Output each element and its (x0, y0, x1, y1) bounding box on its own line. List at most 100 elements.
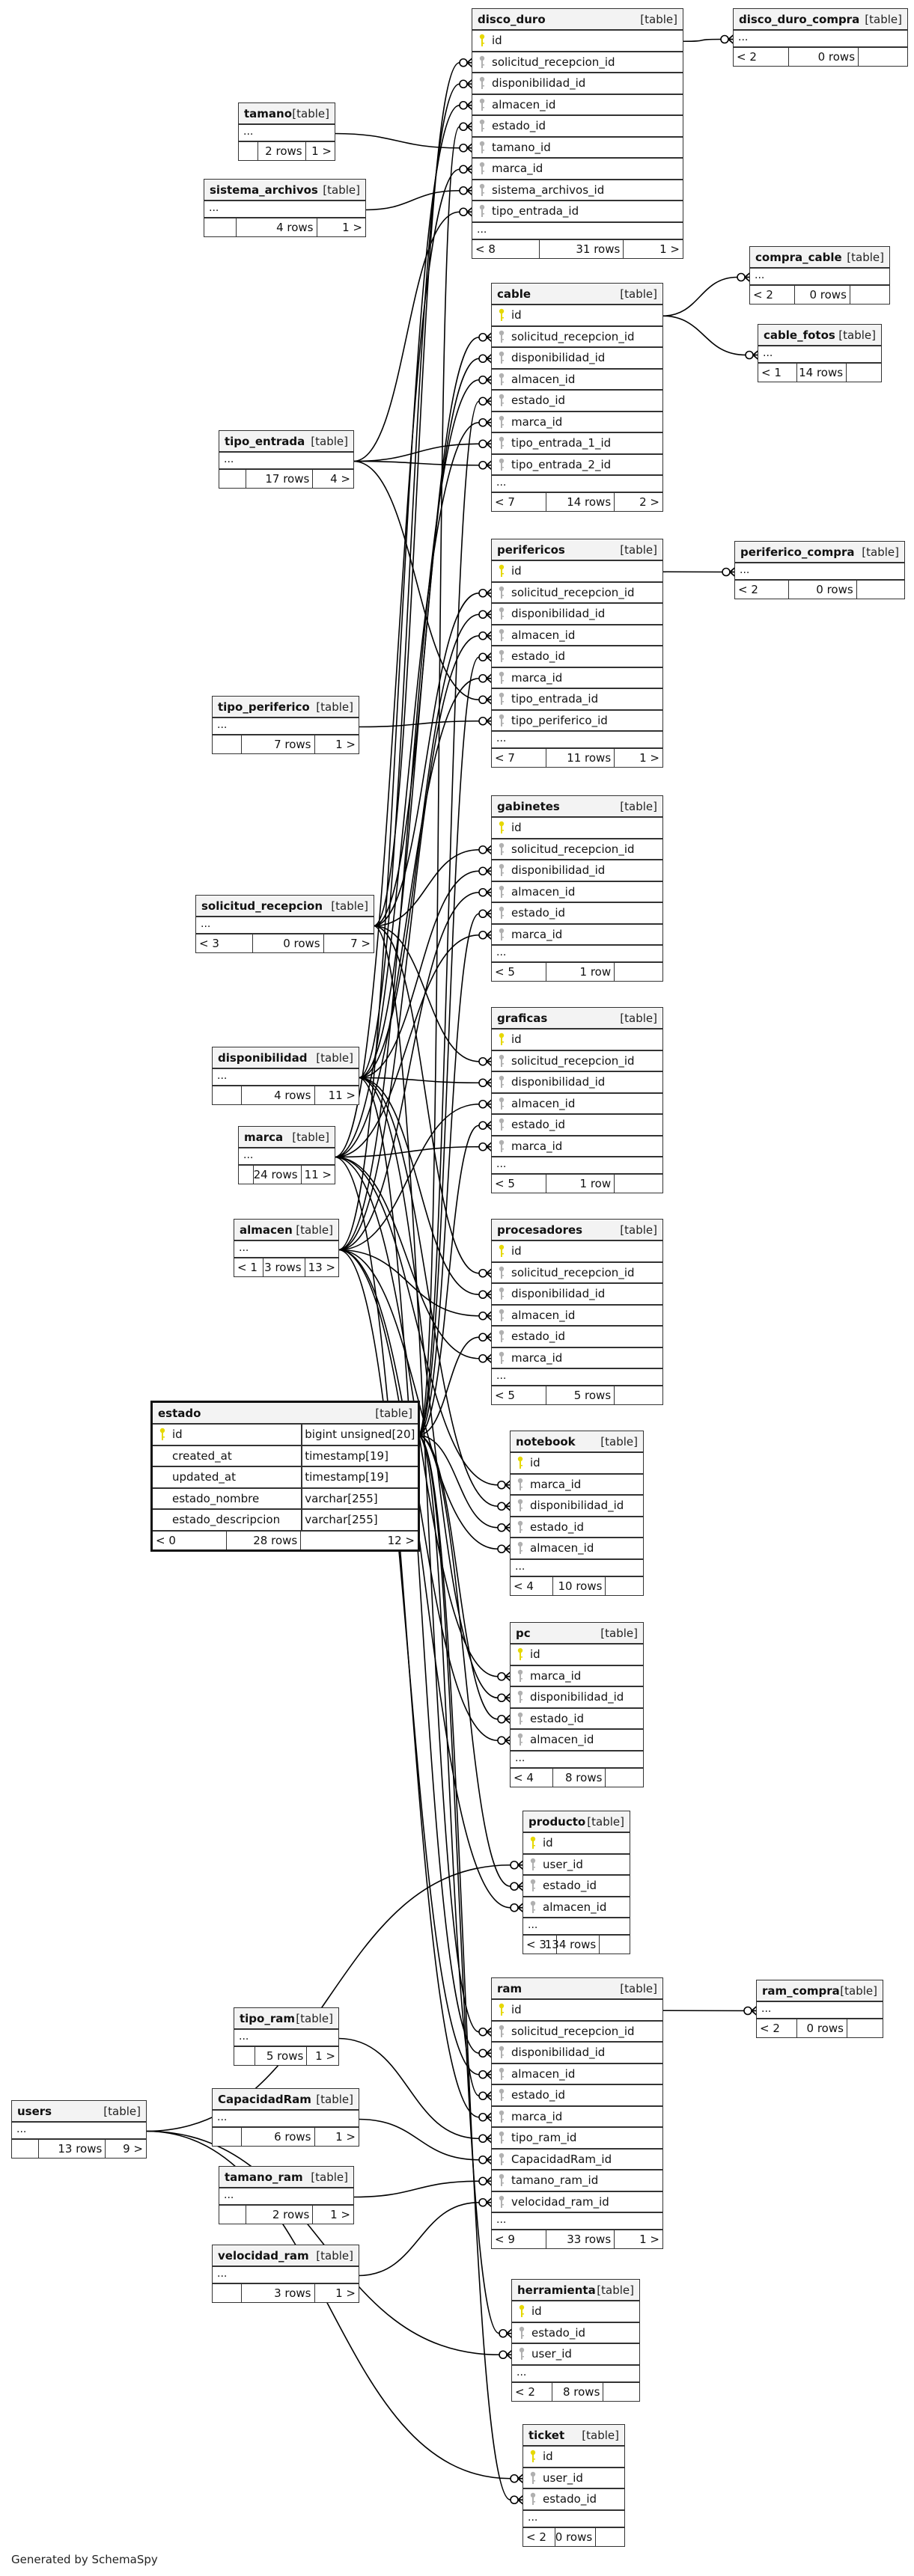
column-row[interactable]: estado_id (523, 1876, 630, 1897)
column-row[interactable]: disponibilidad_id (492, 348, 662, 370)
children-link[interactable]: 7 > (350, 937, 371, 950)
children-link[interactable]: 1 > (335, 2286, 356, 2300)
column-row[interactable]: id (492, 818, 662, 839)
table-name[interactable]: tipo_entrada (225, 434, 305, 448)
column-row[interactable]: estado_id (492, 903, 662, 925)
parents-link[interactable]: < 2 (735, 581, 790, 599)
column-row[interactable]: velocidad_ram_id (492, 2192, 662, 2213)
table-header[interactable]: graficas[table] (492, 1008, 662, 1030)
children-link[interactable] (615, 1175, 662, 1193)
parents-link[interactable]: < 2 (523, 2527, 556, 2546)
parents-link[interactable]: < 5 (492, 1175, 546, 1193)
children-link[interactable]: 1 > (335, 2130, 356, 2144)
table-name[interactable]: disponibilidad (218, 1050, 308, 1065)
column-row[interactable]: estado_id (523, 2489, 624, 2511)
more-columns-ellipsis[interactable]: ... (757, 2002, 883, 2019)
children-link[interactable]: 1 > (330, 2208, 350, 2221)
more-columns-ellipsis[interactable]: ... (492, 732, 662, 749)
column-row[interactable]: marca_id (492, 668, 662, 689)
table-header[interactable]: producto[table] (523, 1811, 630, 1833)
children-link[interactable]: 1 > (342, 221, 362, 234)
more-columns-ellipsis[interactable]: ... (219, 453, 353, 470)
column-row[interactable]: marca_id (492, 1136, 662, 1157)
table-name[interactable]: cable_fotos (764, 328, 835, 342)
table-header[interactable]: velocidad_ram[table] (213, 2245, 359, 2267)
more-columns-ellipsis[interactable]: ... (12, 2123, 146, 2140)
table-header[interactable]: procesadores[table] (492, 1220, 662, 1241)
column-row[interactable]: marca_id (472, 159, 683, 180)
more-columns-ellipsis[interactable]: ... (511, 1560, 643, 1577)
table-name[interactable]: procesadores (497, 1223, 583, 1237)
more-columns-ellipsis[interactable]: ... (239, 1148, 335, 1166)
children-link[interactable] (615, 963, 662, 981)
table-name[interactable]: pc (516, 1626, 531, 1640)
parents-link[interactable] (213, 2284, 242, 2302)
table-name[interactable]: herramienta (517, 2283, 596, 2297)
more-columns-ellipsis[interactable]: ... (511, 1752, 643, 1769)
more-columns-ellipsis[interactable]: ... (492, 476, 662, 493)
more-columns-ellipsis[interactable]: ... (758, 346, 881, 364)
column-row[interactable]: id (492, 2000, 662, 2022)
parents-link[interactable]: < 2 (757, 2019, 797, 2037)
column-row[interactable]: almacen_id (492, 370, 662, 391)
parents-link[interactable]: < 8 (472, 239, 540, 258)
column-row[interactable]: id (492, 1241, 662, 1263)
more-columns-ellipsis[interactable]: ... (734, 31, 907, 48)
table-name[interactable]: notebook (516, 1434, 576, 1448)
parents-link[interactable] (213, 735, 242, 753)
column-row[interactable]: almacen_id (492, 1306, 662, 1327)
column-row[interactable]: id (511, 1453, 643, 1475)
children-link[interactable] (847, 364, 881, 382)
more-columns-ellipsis[interactable]: ... (213, 2111, 359, 2128)
parents-link[interactable]: < 2 (750, 286, 795, 304)
column-row[interactable]: user_id (523, 2468, 624, 2489)
parents-link[interactable] (219, 2206, 246, 2224)
more-columns-ellipsis[interactable]: ... (239, 125, 335, 142)
more-columns-ellipsis[interactable]: ... (750, 269, 889, 286)
column-row[interactable]: almacen_id (523, 1897, 630, 1918)
children-link[interactable] (596, 2528, 624, 2546)
children-link[interactable] (606, 1577, 643, 1595)
parents-link[interactable]: < 9 (492, 2230, 546, 2248)
children-link[interactable] (600, 1936, 630, 1954)
column-row[interactable]: estado_id (492, 1115, 662, 1136)
children-link[interactable] (847, 2019, 883, 2037)
table-name[interactable]: ticket (528, 2428, 565, 2442)
parents-link[interactable]: < 5 (492, 963, 546, 981)
table-name[interactable]: tipo_ram (240, 2011, 296, 2025)
column-row[interactable]: id (492, 1030, 662, 1051)
column-row[interactable]: solicitud_recepcion_id (472, 52, 683, 73)
table-name[interactable]: tamano_ram (225, 2170, 303, 2184)
column-row[interactable]: marca_id (492, 1348, 662, 1369)
column-row[interactable]: tamano_ram_id (492, 2170, 662, 2192)
parents-link[interactable]: < 5 (492, 1386, 546, 1404)
children-link[interactable] (859, 48, 907, 66)
children-link[interactable]: 1 > (639, 2233, 659, 2246)
parents-link[interactable]: < 4 (511, 1576, 553, 1595)
table-header[interactable]: disponibilidad[table] (213, 1047, 359, 1069)
column-row[interactable]: tipo_periferico_id (492, 711, 662, 732)
table-name[interactable]: cable (497, 287, 531, 301)
children-link[interactable] (850, 286, 889, 304)
table-name[interactable]: tamano (244, 106, 293, 120)
children-link[interactable]: 2 > (639, 495, 659, 509)
table-name[interactable]: perifericos (497, 542, 565, 557)
column-row[interactable]: id (492, 305, 662, 327)
